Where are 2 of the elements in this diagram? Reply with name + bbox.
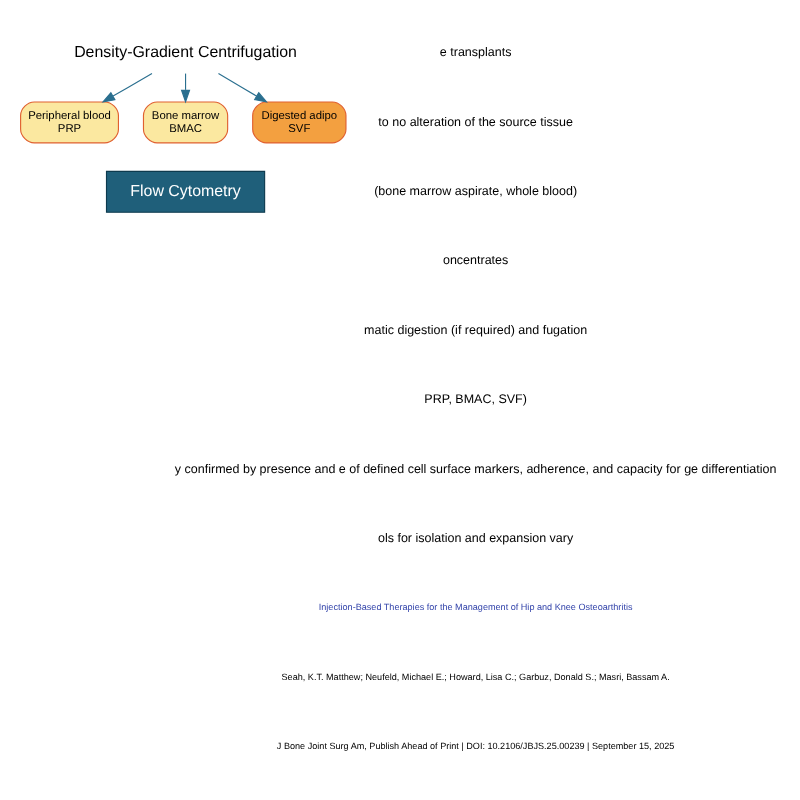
arrow xyxy=(101,73,153,103)
arrow xyxy=(217,73,268,103)
